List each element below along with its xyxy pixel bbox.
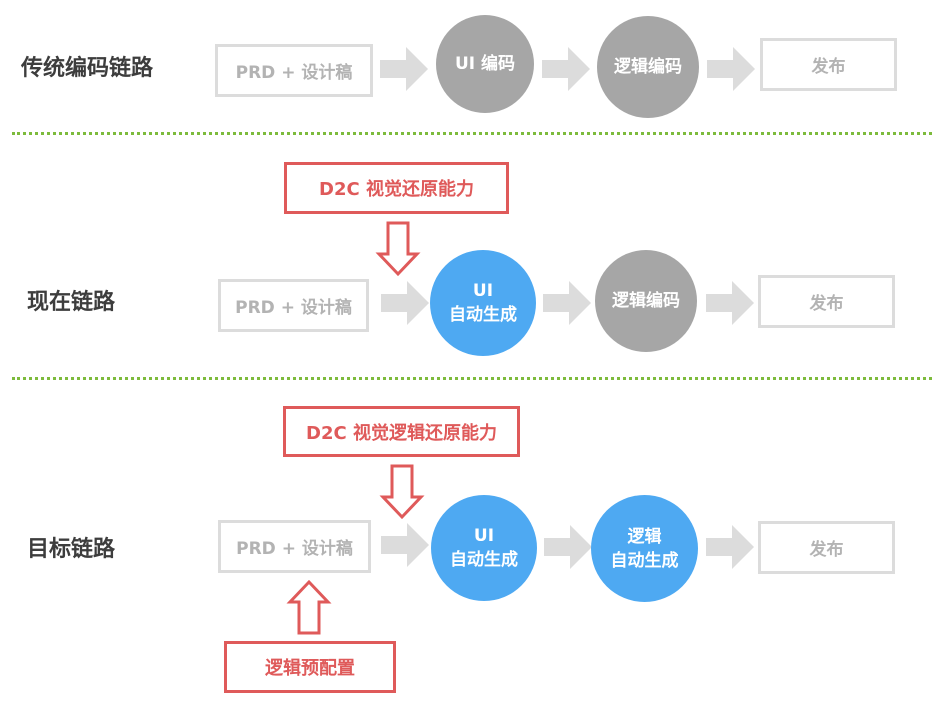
row-1-logic-coding-node: 逻辑编码 bbox=[597, 16, 699, 118]
row-1-ui-coding-node: UI 编码 bbox=[436, 15, 534, 113]
row-2-step2-line: 逻辑编码 bbox=[612, 291, 680, 311]
row-2-publish-box: 发布 bbox=[758, 275, 895, 328]
row-1-arrow-1 bbox=[380, 47, 428, 91]
divider-1 bbox=[12, 132, 932, 135]
row-3-publish-box: 发布 bbox=[758, 521, 895, 574]
row-1-input-box: PRD + 设计稿 bbox=[215, 44, 373, 97]
row-2-step1-line-1: UI bbox=[472, 281, 494, 301]
row-2-step1-line-2: 自动生成 bbox=[449, 305, 517, 325]
row-3-logic-auto-node: 逻辑 自动生成 bbox=[591, 495, 698, 602]
row-2-label: 现在链路 bbox=[27, 290, 116, 315]
row-1-arrow-3 bbox=[707, 47, 755, 91]
row-3-step1-line-2: 自动生成 bbox=[450, 550, 518, 570]
row-1-publish-box: 发布 bbox=[760, 38, 897, 91]
row-3-up-arrow bbox=[286, 579, 332, 635]
row-3-down-arrow bbox=[379, 464, 425, 520]
row-3-input-box: PRD + 设计稿 bbox=[218, 520, 371, 573]
row-2-arrow-1 bbox=[381, 281, 429, 325]
row-3-step1-line-1: UI bbox=[473, 526, 495, 546]
row-3-arrow-1 bbox=[381, 523, 429, 567]
row-1-label: 传统编码链路 bbox=[21, 56, 154, 81]
row-3-step2-line-1: 逻辑 bbox=[627, 526, 662, 547]
row-1-step1-line: UI 编码 bbox=[454, 54, 516, 74]
row-2-d2c-callout: D2C 视觉还原能力 bbox=[284, 162, 509, 214]
row-2-input-box: PRD + 设计稿 bbox=[218, 279, 369, 332]
row-3-ui-auto-node: UI 自动生成 bbox=[431, 495, 537, 601]
row-2-logic-coding-node: 逻辑编码 bbox=[595, 250, 697, 352]
row-2-ui-auto-node: UI 自动生成 bbox=[430, 250, 536, 356]
row-3-d2c-callout: D2C 视觉逻辑还原能力 bbox=[283, 406, 520, 457]
row-3-arrow-2 bbox=[544, 525, 592, 569]
row-2-down-arrow bbox=[375, 221, 421, 277]
row-1-arrow-2 bbox=[542, 47, 590, 91]
row-3-logic-preconfig-callout: 逻辑预配置 bbox=[224, 641, 396, 693]
row-3-arrow-3 bbox=[706, 525, 754, 569]
row-1-step2-line: 逻辑编码 bbox=[614, 57, 682, 77]
row-2-arrow-3 bbox=[706, 281, 754, 325]
divider-2 bbox=[12, 377, 932, 380]
row-3-label: 目标链路 bbox=[27, 537, 116, 562]
row-3-step2-line-2: 自动生成 bbox=[610, 550, 679, 571]
row-2-arrow-2 bbox=[543, 281, 591, 325]
